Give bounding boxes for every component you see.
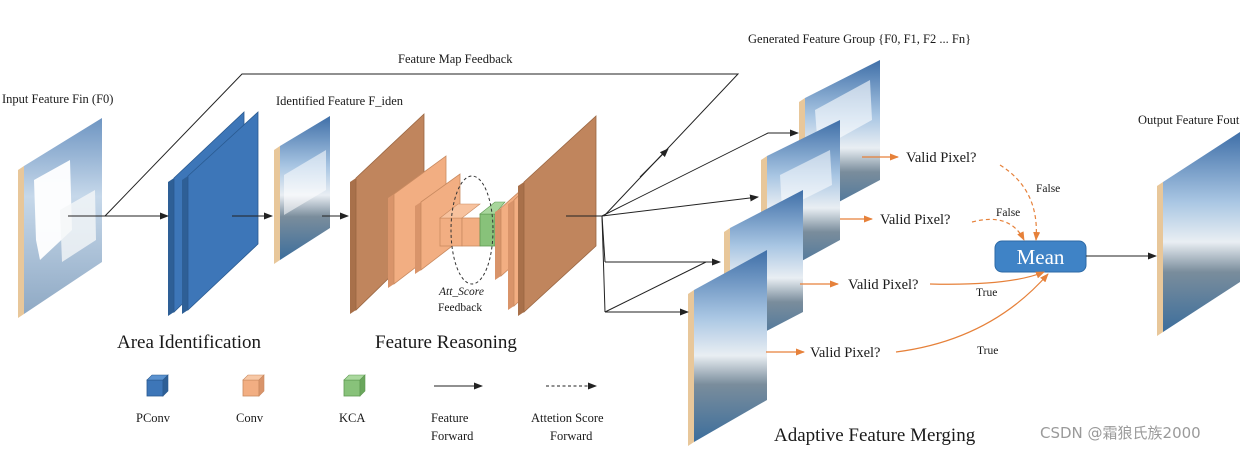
area-identification-title: Area Identification: [117, 332, 262, 353]
legend-conv-label: Conv: [236, 411, 264, 425]
legend-conv-icon: [242, 374, 265, 397]
legend-kca-icon: [343, 374, 366, 397]
valid-pixel-label-2: Valid Pixel?: [848, 277, 918, 293]
att-score-label: Att_Score: [438, 286, 484, 298]
watermark: CSDN @霜狼氏族2000: [1040, 424, 1201, 442]
mean-box: Mean: [994, 240, 1087, 273]
legend-attention-forward-label-2: Forward: [550, 429, 593, 443]
valid-pixel-label-1: Valid Pixel?: [880, 212, 950, 228]
legend-feature-forward-label-1: Feature: [431, 411, 469, 425]
feature-reasoning-block: [350, 113, 597, 316]
input-feature-label: Input Feature Fin (F0): [2, 92, 113, 106]
identified-feature-panel: [274, 116, 330, 264]
output-feature-panel: [1157, 132, 1240, 336]
legend-feature-forward-label-2: Forward: [431, 429, 474, 443]
feature-reasoning-title: Feature Reasoning: [375, 332, 517, 353]
legend: PConv Conv KCA Feature Forward Attetion …: [136, 374, 604, 443]
false-label-1: False: [996, 207, 1020, 219]
true-label-0: True: [976, 287, 997, 299]
false-label-0: False: [1036, 183, 1060, 195]
valid-pixel-label-3: Valid Pixel?: [810, 345, 880, 361]
adaptive-merging-title: Adaptive Feature Merging: [774, 425, 976, 446]
true-label-1: True: [977, 345, 998, 357]
legend-pconv-icon: [146, 374, 169, 397]
attention-arrows: [766, 153, 1049, 356]
identified-feature-label: Identified Feature F_iden: [276, 94, 404, 108]
input-feature-panel: [18, 118, 102, 318]
mean-label: Mean: [1017, 245, 1065, 269]
output-feature-label: Output Feature Fout: [1138, 113, 1240, 127]
legend-pconv-label: PConv: [136, 411, 171, 425]
legend-kca-label: KCA: [339, 411, 365, 425]
pconv-block: [168, 111, 259, 316]
valid-pixel-label-0: Valid Pixel?: [906, 150, 976, 166]
feedback-label: Feedback: [438, 302, 482, 314]
feature-forward-arrows: [68, 73, 1157, 316]
generated-group-label: Generated Feature Group {F0, F1, F2 ... …: [748, 32, 971, 46]
generated-feature-panel-3: [688, 250, 767, 446]
feature-map-feedback-label: Feature Map Feedback: [398, 52, 513, 66]
legend-attention-forward-label-1: Attetion Score: [531, 411, 604, 425]
